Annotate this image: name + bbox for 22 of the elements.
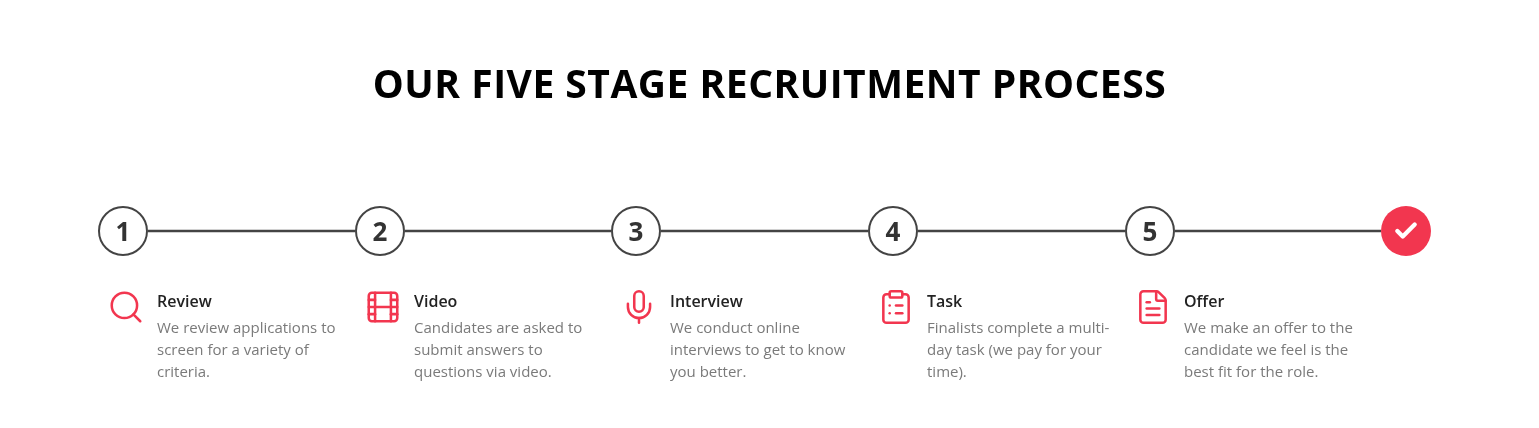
step-description: Candidates are asked to submit answers to questions via video. [414,316,584,382]
step-heading: Interview [670,290,743,312]
step-circle: 1 [98,206,148,256]
step-circle: 4 [868,206,918,256]
step-description: We conduct online interviews to get to know you better. [670,316,847,382]
connector-line [148,229,355,233]
connector-line [918,229,1125,233]
connector-line [405,229,611,233]
step-description: We make an offer to the candidate we feel is the best fit for the role. [1184,316,1354,382]
check-circle [1381,206,1431,256]
step-heading: Review [157,290,212,312]
step-description: We review applications to screen for a variety of criteria. [157,316,337,382]
step-circle: 3 [611,206,661,256]
connector-line [1175,229,1381,233]
step-heading: Offer [1184,290,1225,312]
title: OUR FIVE STAGE RECRUITMENT PROCESS [371,56,1168,109]
connector-line [661,229,868,233]
step-heading: Video [414,290,458,312]
step-heading: Task [927,290,963,312]
step-description: Finalists complete a multi-day task (we pay for your time). [927,316,1111,382]
step-circle: 5 [1125,206,1175,256]
step-circle: 2 [355,206,405,256]
